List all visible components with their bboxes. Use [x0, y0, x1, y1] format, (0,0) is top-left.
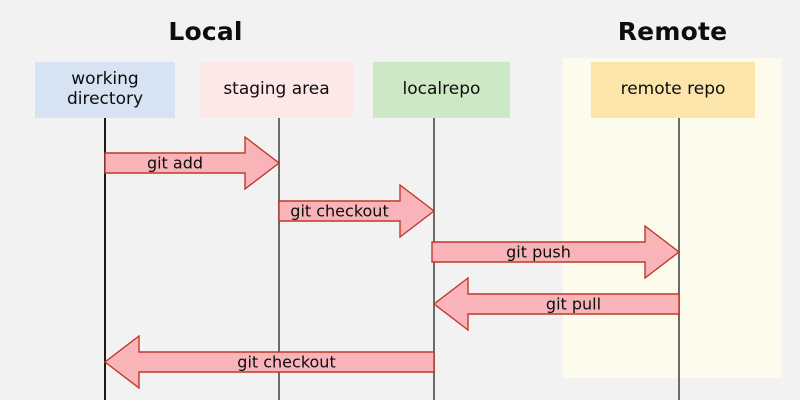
arrow-shape-git-checkout-repo-to-working	[103, 334, 435, 390]
actor-label-line: localrepo	[402, 79, 481, 100]
region-title-local: Local	[168, 17, 243, 46]
actor-label-remote-repo: remote repo	[621, 80, 726, 100]
lifeline-staging-area	[278, 118, 280, 400]
actor-box-remote-repo[interactable]: remote repo	[591, 62, 755, 118]
actor-label-line: remote repo	[620, 79, 726, 100]
lifeline-remote-repo	[678, 118, 680, 400]
actor-label-line: directory	[66, 89, 144, 109]
arrow-shape-git-checkout-stage-to-repo	[278, 183, 436, 239]
lifeline-working-directory	[104, 118, 106, 400]
actor-box-staging-area[interactable]: staging area	[200, 62, 353, 118]
message-arrow-git-checkout-repo-to-working[interactable]: git checkout	[103, 334, 435, 390]
actor-box-localrepo[interactable]: localrepo	[373, 62, 510, 118]
arrow-shape-git-pull	[432, 276, 680, 332]
arrow-shape-git-push	[431, 224, 681, 280]
actor-label-localrepo: localrepo	[403, 80, 481, 100]
message-arrow-git-push[interactable]: git push	[431, 224, 681, 280]
message-arrow-git-checkout-stage-to-repo[interactable]: git checkout	[278, 183, 436, 239]
message-arrow-git-pull[interactable]: git pull	[432, 276, 680, 332]
message-arrow-git-add[interactable]: git add	[104, 135, 281, 191]
actor-label-staging-area: staging area	[223, 80, 329, 100]
actor-label-line: working	[71, 69, 139, 90]
arrow-shape-git-add	[104, 135, 281, 191]
region-title-remote: Remote	[617, 17, 728, 46]
actor-label-line: staging area	[223, 79, 330, 100]
